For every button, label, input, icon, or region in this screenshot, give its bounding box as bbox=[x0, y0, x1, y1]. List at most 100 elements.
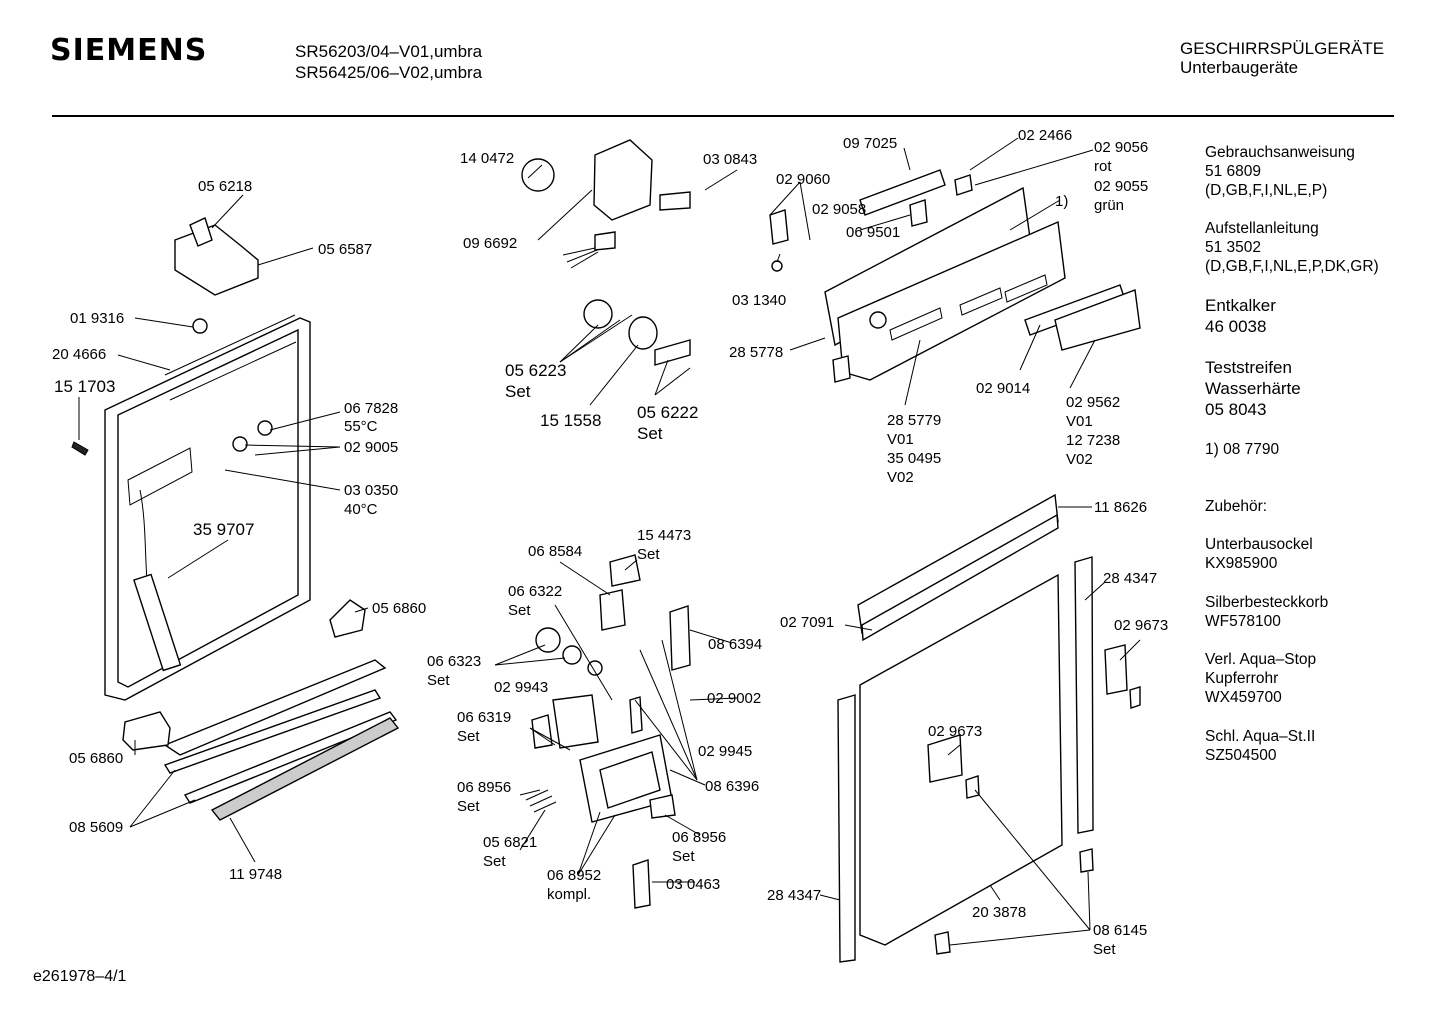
model-line-2: SR56425/06–V02,umbra bbox=[295, 63, 483, 82]
footnote: 1) 08 7790 bbox=[1205, 440, 1279, 459]
part-label: V02 bbox=[887, 469, 914, 486]
strips-title-1: Teststreifen bbox=[1205, 358, 1292, 377]
accessory-name: Schl. Aqua–St.II bbox=[1205, 728, 1316, 745]
manual-langs: (D,GB,F,I,NL,E,P) bbox=[1205, 182, 1328, 199]
accessory-1: Unterbausockel KX985900 bbox=[1205, 535, 1313, 573]
part-label: 1) bbox=[1055, 193, 1068, 210]
accessory-2: Silberbesteckkorb WF578100 bbox=[1205, 593, 1328, 631]
product-category: GESCHIRRSPÜLGERÄTE Unterbaugeräte bbox=[1180, 39, 1384, 77]
install-number: 51 3502 bbox=[1205, 239, 1262, 256]
part-label: 40°C bbox=[344, 501, 378, 518]
strips-title-2: Wasserhärte bbox=[1205, 379, 1301, 398]
programme-timer bbox=[521, 139, 691, 366]
part-label: 15 4473 bbox=[637, 527, 691, 544]
header-divider bbox=[52, 115, 1394, 117]
part-label: V02 bbox=[1066, 451, 1093, 468]
part-label: 02 9014 bbox=[976, 380, 1030, 397]
strips-number: 05 8043 bbox=[1205, 400, 1267, 419]
part-label: Set bbox=[508, 602, 531, 619]
part-label: 15 1558 bbox=[540, 411, 601, 430]
part-label: 05 6821 bbox=[483, 834, 537, 851]
manual-info: Gebrauchsanweisung 51 6809 (D,GB,F,I,NL,… bbox=[1205, 143, 1355, 200]
part-label: 28 5779 bbox=[887, 412, 941, 429]
test-strips-info: Teststreifen Wasserhärte 05 8043 bbox=[1205, 357, 1301, 420]
part-label: 08 5609 bbox=[69, 819, 123, 836]
part-label: Set bbox=[672, 848, 695, 865]
part-label: Set bbox=[505, 382, 531, 401]
part-label: 05 6223 bbox=[505, 361, 566, 380]
door-lock-parts bbox=[71, 217, 366, 638]
accessory-name: Verl. Aqua–Stop bbox=[1205, 651, 1317, 668]
inner-door-panel bbox=[104, 314, 311, 701]
part-label: 06 6322 bbox=[508, 583, 562, 600]
part-label: Set bbox=[637, 546, 660, 563]
part-label: 08 6394 bbox=[708, 636, 762, 653]
category-line-1: GESCHIRRSPÜLGERÄTE bbox=[1180, 39, 1385, 58]
part-label: 06 8956 bbox=[672, 829, 726, 846]
part-label: 08 6396 bbox=[705, 778, 759, 795]
part-label: rot bbox=[1094, 158, 1112, 175]
part-label: 08 6145 bbox=[1093, 922, 1147, 939]
model-line-1: SR56203/04–V01,umbra bbox=[295, 42, 483, 61]
part-label: 02 9060 bbox=[776, 171, 830, 188]
part-label: 06 7828 bbox=[344, 400, 398, 417]
part-label: 35 0495 bbox=[887, 450, 941, 467]
part-label: 02 9002 bbox=[707, 690, 761, 707]
accessories-title: Zubehör: bbox=[1205, 497, 1267, 516]
part-label: Set bbox=[457, 798, 480, 815]
part-label: 02 9673 bbox=[928, 723, 982, 740]
accessories-heading: Zubehör: bbox=[1205, 498, 1268, 515]
part-label: 05 6218 bbox=[198, 178, 252, 195]
part-label: 03 0843 bbox=[703, 151, 757, 168]
part-label: V01 bbox=[1066, 413, 1093, 430]
part-label: 06 6319 bbox=[457, 709, 511, 726]
part-label: Set bbox=[427, 672, 450, 689]
part-label: grün bbox=[1094, 197, 1124, 214]
part-label: 05 6222 bbox=[637, 403, 698, 422]
part-label: 02 9945 bbox=[698, 743, 752, 760]
manual-number: 51 6809 bbox=[1205, 163, 1262, 180]
part-label: 06 6323 bbox=[427, 653, 481, 670]
part-label: 02 9943 bbox=[494, 679, 548, 696]
part-label: 15 1703 bbox=[54, 377, 115, 396]
brand-logo: SIEMENS bbox=[50, 33, 208, 68]
part-label: 02 7091 bbox=[780, 614, 834, 631]
descaler-number: 46 0038 bbox=[1205, 317, 1267, 336]
part-label: 11 8626 bbox=[1094, 499, 1147, 516]
part-label: V01 bbox=[887, 431, 914, 448]
accessory-name-2: Kupferrohr bbox=[1205, 670, 1279, 687]
accessory-code: WF578100 bbox=[1205, 613, 1281, 630]
accessory-code: SZ504500 bbox=[1205, 747, 1277, 764]
left-leader-lines bbox=[78, 194, 369, 863]
part-label: 12 7238 bbox=[1066, 432, 1120, 449]
drawing-id: e261978–4/1 bbox=[33, 968, 127, 985]
install-title: Aufstellanleitung bbox=[1205, 220, 1319, 237]
part-label: 28 4347 bbox=[767, 887, 821, 904]
install-langs: (D,GB,F,I,NL,E,P,DK,GR) bbox=[1205, 258, 1379, 275]
part-label: 09 6692 bbox=[463, 235, 517, 252]
part-label: 35 9707 bbox=[193, 520, 254, 539]
part-label: Set bbox=[457, 728, 480, 745]
part-label: 06 9501 bbox=[846, 224, 900, 241]
part-label: 02 9058 bbox=[812, 201, 866, 218]
footnote-text: 1) 08 7790 bbox=[1205, 441, 1280, 458]
accessory-3: Verl. Aqua–Stop Kupferrohr WX459700 bbox=[1205, 650, 1316, 707]
part-label: Set bbox=[483, 853, 506, 870]
part-label: 14 0472 bbox=[460, 150, 514, 167]
accessory-4: Schl. Aqua–St.II SZ504500 bbox=[1205, 727, 1315, 765]
part-label: 02 9055 bbox=[1094, 178, 1148, 195]
base-trim bbox=[122, 659, 400, 821]
manual-title: Gebrauchsanweisung bbox=[1205, 144, 1355, 161]
part-label: 06 8584 bbox=[528, 543, 582, 560]
accessory-name: Unterbausockel bbox=[1205, 536, 1313, 553]
descaler-info: Entkalker 46 0038 bbox=[1205, 295, 1276, 337]
accessory-code: WX459700 bbox=[1205, 689, 1282, 706]
part-label: 55°C bbox=[344, 418, 378, 435]
part-label: 11 9748 bbox=[229, 866, 282, 883]
part-label: 02 9056 bbox=[1094, 139, 1148, 156]
control-panel-leaders bbox=[769, 137, 1096, 406]
install-info: Aufstellanleitung 51 3502 (D,GB,F,I,NL,E… bbox=[1205, 219, 1379, 276]
part-label: 01 9316 bbox=[70, 310, 124, 327]
part-label: 02 9005 bbox=[344, 439, 398, 456]
